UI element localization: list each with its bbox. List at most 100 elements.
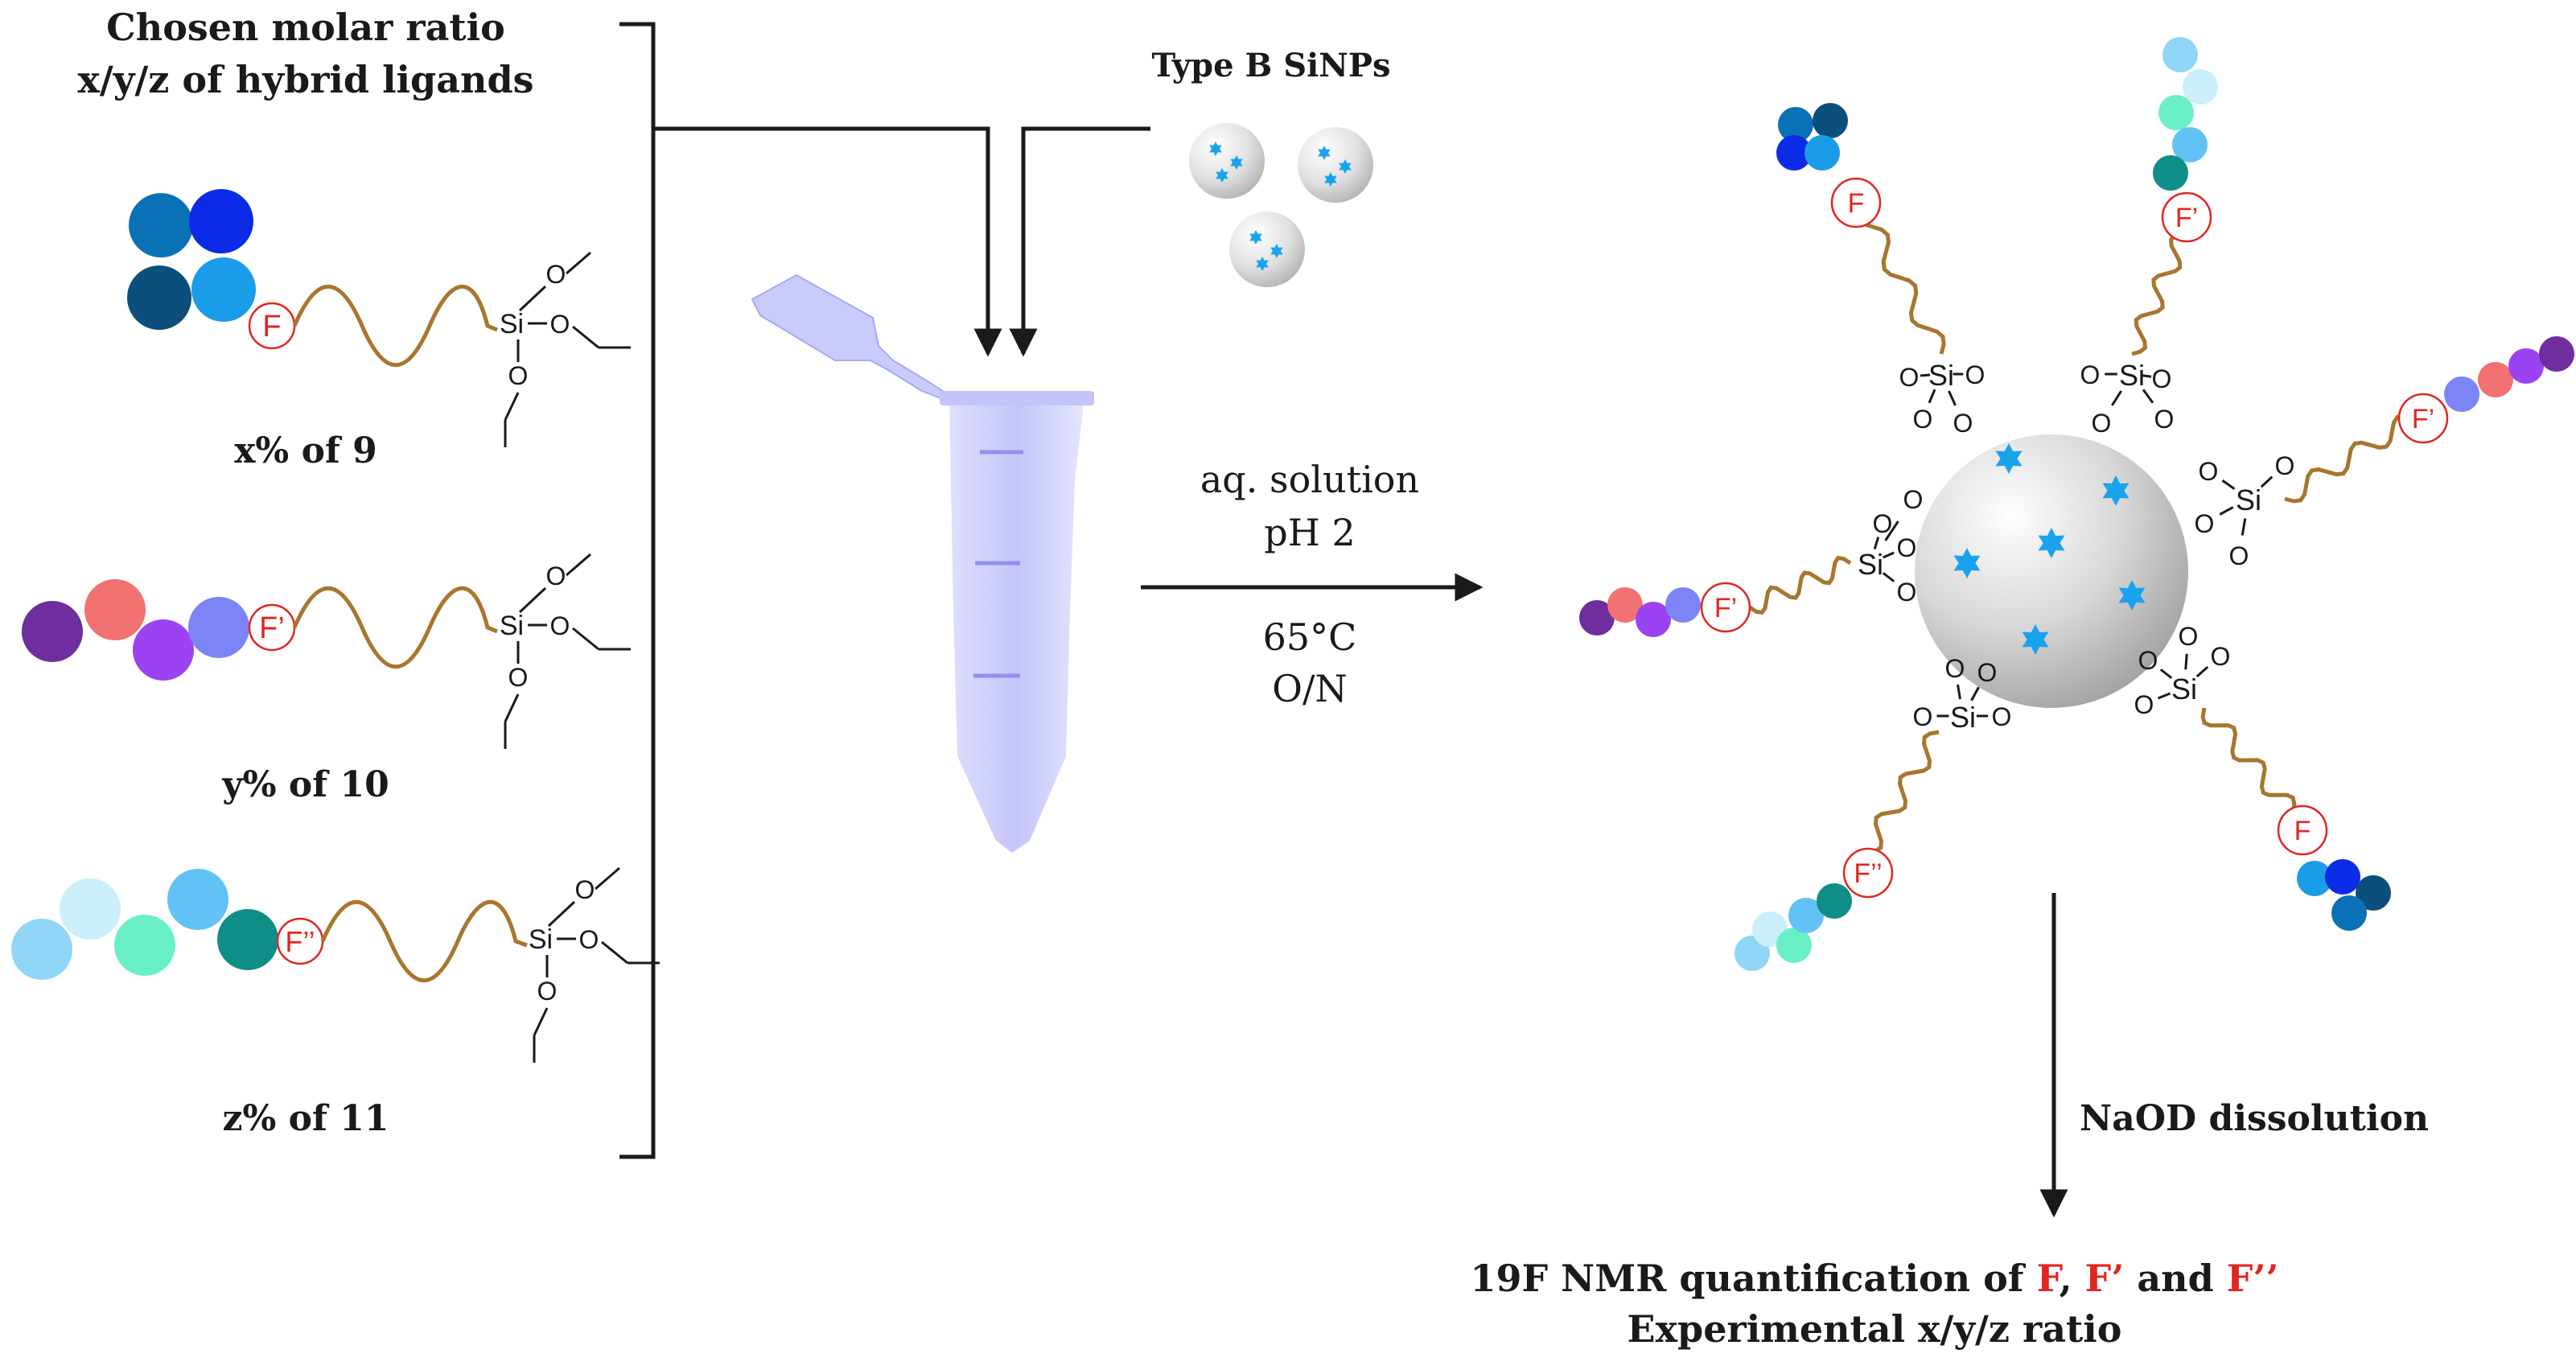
silicon-atom: Si	[1858, 548, 1883, 581]
arrow-sinps-to-tube	[1009, 126, 1150, 357]
headgroup-bead	[1817, 883, 1852, 919]
dye-star	[1953, 548, 1981, 578]
silicon-atom: Si	[2171, 673, 2197, 706]
dye-star	[1318, 146, 1331, 160]
small-nanoparticle	[1189, 123, 1265, 199]
bond	[504, 693, 520, 722]
alkyl-chain	[2131, 231, 2185, 356]
bond	[1928, 389, 1936, 404]
bond	[2184, 653, 2188, 670]
bond	[1948, 390, 1957, 406]
oxygen-atom: O	[1977, 658, 1998, 687]
oxygen-atom: O	[2179, 622, 2199, 651]
silicon-atom: Si	[500, 611, 524, 641]
headgroup-bead	[1813, 103, 1848, 138]
dye-star	[2118, 580, 2146, 611]
ligand-11-caption: z% of 11	[223, 1098, 389, 1139]
oxygen-atom: O	[2152, 364, 2172, 393]
oxygen-atom: O	[1953, 409, 1973, 438]
bond	[2159, 669, 2173, 679]
headgroup-bead	[2172, 127, 2208, 163]
reaction-tube	[751, 274, 1094, 853]
silicon-atom: Si	[1928, 359, 1954, 392]
bond	[595, 866, 620, 891]
headgroup-bead	[1579, 600, 1615, 636]
bond	[2241, 518, 2247, 536]
result-f: F	[2037, 1257, 2064, 1300]
ligand-11-headgroup	[11, 869, 278, 980]
dye-star	[1324, 172, 1337, 187]
oxygen-atom: O	[1913, 405, 1933, 434]
alkyl-chain	[2200, 707, 2297, 813]
title-line-1: Chosen molar ratio	[106, 6, 505, 49]
silicon-atom: Si	[529, 924, 553, 955]
oxygen-atom: O	[2229, 541, 2249, 570]
headgroup-bead	[2162, 37, 2198, 72]
bond	[572, 325, 599, 349]
dye-cargo	[1953, 443, 2146, 655]
bond	[601, 940, 628, 965]
oxygen-atom: O	[546, 562, 566, 590]
dissolution-label: NaOD dissolution	[2080, 1098, 2429, 1139]
oxygen-atom: O	[2195, 509, 2215, 538]
dye-star	[1995, 443, 2023, 474]
bond	[2157, 692, 2171, 700]
headgroup-bead	[2539, 336, 2574, 372]
dye-star	[2038, 528, 2065, 558]
result-separator: ,	[2060, 1257, 2085, 1300]
result-line-1: 19F NMR quantification of F, F’ and F’’	[1471, 1257, 2279, 1300]
bond	[1920, 373, 1931, 377]
dye-star	[1339, 159, 1352, 174]
alkyl-chain	[2284, 413, 2414, 504]
headgroup-bead	[188, 597, 249, 658]
result-line-2: Experimental x/y/z ratio	[1627, 1307, 2122, 1351]
bond	[518, 586, 547, 614]
oxygen-atom: O	[579, 925, 599, 954]
bond	[547, 900, 576, 928]
sinp-label: Type B SiNPs	[1152, 47, 1391, 84]
condition-time: O/N	[1272, 667, 1347, 710]
headgroup-bead	[2158, 95, 2194, 130]
oxygen-atom: O	[2211, 642, 2231, 671]
headgroup-bead	[11, 919, 72, 980]
tube-cap	[751, 274, 947, 401]
headgroup-bead	[2444, 376, 2479, 412]
oxygen-atom: O	[1903, 485, 1924, 514]
oxygen-atom: O	[1992, 702, 2012, 731]
oxygen-atom: O	[508, 361, 529, 390]
ligand-9-headgroup	[127, 189, 256, 330]
result-f-prime: F’	[2085, 1257, 2125, 1300]
headgroup-bead	[2153, 155, 2188, 191]
headgroup-bead	[129, 193, 193, 257]
silicon-atom: Si	[500, 309, 524, 339]
condition-solvent: aq. solution	[1200, 458, 1419, 501]
alkyl-chain	[292, 586, 498, 669]
oxygen-atom: O	[2092, 409, 2112, 438]
dye-star	[1216, 168, 1228, 183]
headgroup-bead	[1776, 135, 1812, 171]
headgroup-bead	[217, 909, 278, 970]
alkyl-chain	[320, 899, 528, 983]
bond	[1873, 537, 1880, 549]
fluorine-tag-label: F’	[1714, 593, 1737, 623]
fluorine-tag	[1830, 177, 1882, 228]
bond	[533, 1007, 549, 1036]
oxygen-atom: O	[2154, 405, 2175, 434]
oxygen-atom: O	[1897, 578, 1917, 607]
fluorine-tag	[2277, 804, 2328, 856]
headgroup-bead	[1804, 135, 1840, 171]
headgroup-bead	[2297, 861, 2332, 896]
fluorine-tag-label: F’’	[1854, 858, 1882, 889]
dye-star	[2102, 475, 2130, 506]
bond	[2142, 374, 2152, 378]
oxygen-atom: O	[546, 260, 566, 289]
headgroup-bead	[1788, 898, 1824, 933]
dye-star	[1270, 244, 1283, 258]
